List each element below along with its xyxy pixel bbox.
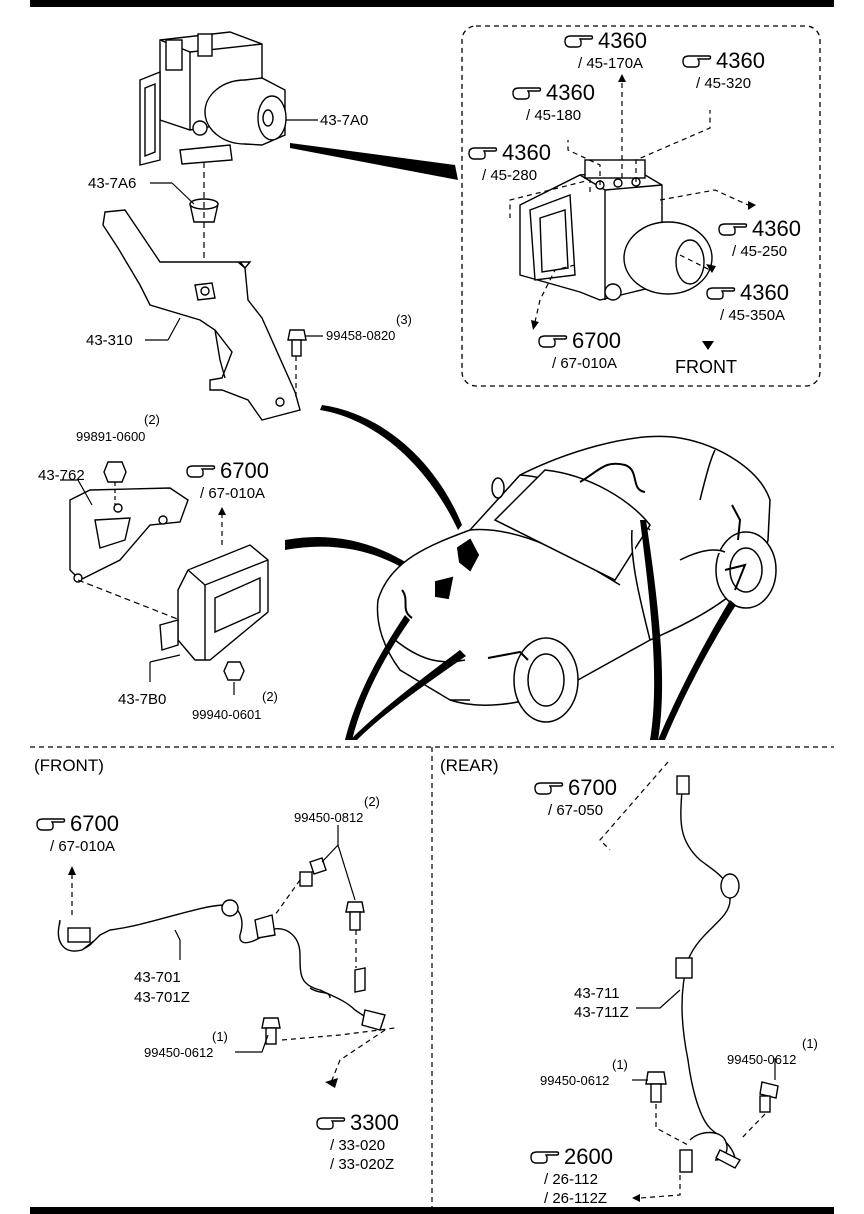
car-sensors [401,462,747,661]
label-rear-sensor-1: 43-711 [574,985,620,1002]
inset-front-label: FRONT [675,357,737,377]
label-bolt-ra: 99450-0612 [540,1073,610,1088]
front-sensor-drawing [57,899,386,1031]
callout-wedge-2 [320,405,462,530]
pointing-hand-icon [36,816,66,832]
label-nut-b: 99940-0601 [192,707,262,722]
pointing-hand-icon [706,285,736,301]
label-rear-sensor-2: 43-711Z [574,1004,629,1021]
reference-r12: 2600 / 26-112 / 26-112Z [530,1146,613,1206]
label-ecu-bracket: 43-762 [38,467,85,484]
label-bolt-a-qty: (3) [396,312,412,327]
ecu-drawing [159,544,269,661]
label-bolt-ra-qty: (1) [612,1057,628,1072]
callout-wedge-1 [290,143,458,180]
label-front-sensor-1: 43-701 [134,969,181,986]
label-bracket: 43-310 [86,332,133,349]
label-nut-a: 99891-0600 [76,429,146,444]
pointing-hand-icon [512,85,542,101]
car-drawing [376,435,777,723]
reference-r11: 6700 / 67-050 [534,777,617,818]
rear-sensor-drawing [675,775,742,1173]
label-bolt-fc-qty: (1) [212,1029,228,1044]
pointing-hand-icon [316,1115,346,1131]
pointing-hand-icon [186,463,216,479]
pointing-hand-icon [718,221,748,237]
pointing-hand-icon [534,780,564,796]
section-front-title: (FRONT) [34,756,104,775]
label-bolt-fb-qty: (2) [364,794,380,809]
label-nut-b-qty: (2) [262,689,278,704]
down-arrow-icon [702,341,714,350]
reference-r7: 6700 / 67-010A [538,330,621,371]
pointing-hand-icon [530,1149,560,1165]
hydraulic-unit-drawing [139,31,287,166]
bottom-border [30,1207,834,1214]
label-nut-a-qty: (2) [144,412,160,427]
pointing-hand-icon [564,33,594,49]
label-bushing: 43-7A6 [88,175,137,192]
front-direction-arrow [702,338,714,353]
reference-r1: 4360 / 45-170A [564,30,647,71]
nut-b-drawing [223,661,245,681]
reference-r6: 4360 / 45-350A [706,282,789,323]
pointing-hand-icon [468,145,498,161]
rear-bolts [645,1071,779,1113]
reference-r8: 6700 / 67-010A [186,460,269,501]
label-ecu: 43-7B0 [118,691,167,708]
reference-r4: 4360 / 45-280 [468,142,551,183]
inset-box [461,25,821,387]
reference-r2: 4360 / 45-320 [682,50,765,91]
ecu-bracket-drawing [69,487,189,583]
top-border [30,0,834,7]
pointing-hand-icon [538,333,568,349]
pointing-hand-icon [682,53,712,69]
label-bolt-fc: 99450-0612 [144,1045,214,1060]
reference-r3: 4360 / 45-180 [512,82,595,123]
reference-r10: 3300 / 33-020 / 33-020Z [316,1112,399,1172]
section-rear-title: (REAR) [440,756,499,775]
label-bolt-rb: 99450-0612 [727,1052,797,1067]
label-hydraulic-unit: 43-7A0 [320,112,369,129]
label-bolt-rb-qty: (1) [802,1036,818,1051]
label-bolt-fb: 99450-0812 [294,810,364,825]
bracket-drawing [102,209,301,421]
label-bolt-a: 99458-0820 [326,328,396,343]
reference-r5: 4360 / 45-250 [718,218,801,259]
label-front-sensor-2: 43-701Z [134,989,190,1006]
bolt-drawing [287,329,307,357]
reference-r9: 6700 / 67-010A [36,813,119,854]
nut-drawing [103,461,127,483]
